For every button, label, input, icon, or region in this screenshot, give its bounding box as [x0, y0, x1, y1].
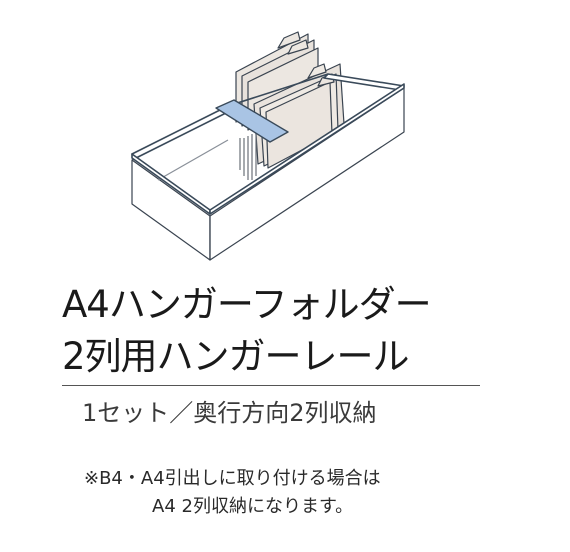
center-cross-rail-highlight	[215, 99, 289, 143]
drawer-left-wall	[131, 159, 211, 261]
product-title-line2: 2列用ハンガーレール	[62, 335, 410, 378]
note-line2: A4 2列収納になります。	[152, 496, 354, 517]
note-line1: ※B4・A4引出しに取り付ける場合は	[84, 468, 381, 489]
folder-strips	[239, 132, 257, 180]
product-title-line1: A4ハンガーフォルダー	[62, 283, 432, 326]
product-subtitle: 1セット／奥行方向2列収納	[82, 399, 377, 427]
hanger-rail-frame	[131, 73, 405, 215]
title-divider	[62, 385, 480, 386]
drawer-hanger-rail-illustration	[131, 31, 405, 261]
